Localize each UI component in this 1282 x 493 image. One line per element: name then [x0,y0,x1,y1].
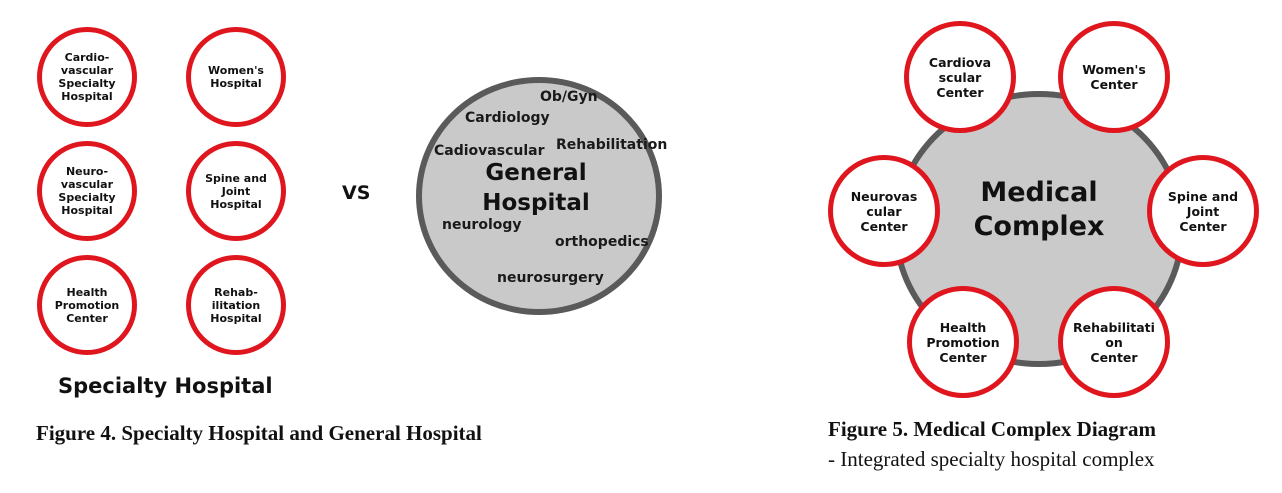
neurovascular-center-circle: Neurovas cular Center [828,155,940,267]
figure-5-caption: Figure 5. Medical Complex Diagram [828,417,1156,441]
circle-label: Spine and Joint Center [1167,188,1239,234]
cardiovascular-center-circle: Cardiova scular Center [904,21,1016,133]
health-promotion-center-circle: Health Promotion Center [37,255,137,355]
circle-label: Women's Center [1082,62,1146,92]
circle-label: Rehab- ilitation Hospital [210,285,262,325]
health-promotion-center-circle: Health Promotion Center [907,286,1019,398]
figure-4-caption: Figure 4. Specialty Hospital and General… [36,421,482,445]
circle-label: Spine and Joint Hospital [205,171,267,211]
cardiovascular-specialty-hospital-circle: Cardio- vascular Specialty Hospital [37,27,137,127]
vs-label: VS [342,182,371,204]
general-hospital-circle [416,77,662,315]
circle-label: Health Promotion Center [54,285,120,325]
circle-label: Neuro- vascular Specialty Hospital [58,165,116,217]
department-neurology: neurology [442,217,522,233]
department-neurosurgery: neurosurgery [497,270,604,286]
rehabilitation-center-circle: Rehabilitati on Center [1058,286,1170,398]
department-cadiovascular: Cadiovascular [434,143,545,159]
circle-label: Women's Hospital [208,64,264,90]
rehabilitation-hospital-circle: Rehab- ilitation Hospital [186,255,286,355]
circle-label: Health Promotion Center [926,319,1000,365]
spine-joint-center-circle: Spine and Joint Center [1147,155,1259,267]
medical-complex-title: Medical Complex [973,177,1105,242]
neurovascular-specialty-hospital-circle: Neuro- vascular Specialty Hospital [37,141,137,241]
specialty-hospital-heading: Specialty Hospital [58,374,273,398]
department-rehabilitation: Rehabilitation [556,137,668,153]
figure-5-subcaption: - Integrated specialty hospital complex [828,447,1155,471]
circle-label: Neurovas cular Center [850,188,918,234]
circle-label: Cardio- vascular Specialty Hospital [58,51,116,103]
womens-hospital-circle: Women's Hospital [186,27,286,127]
womens-center-circle: Women's Center [1058,21,1170,133]
department-cardiology: Cardiology [465,110,550,126]
circle-label: Cardiova scular Center [928,54,992,100]
circle-label: Rehabilitati on Center [1073,319,1155,365]
general-hospital-title: General Hospital [482,160,590,216]
department-obgyn: Ob/Gyn [540,89,598,105]
department-orthopedics: orthopedics [555,234,649,250]
spine-joint-hospital-circle: Spine and Joint Hospital [186,141,286,241]
